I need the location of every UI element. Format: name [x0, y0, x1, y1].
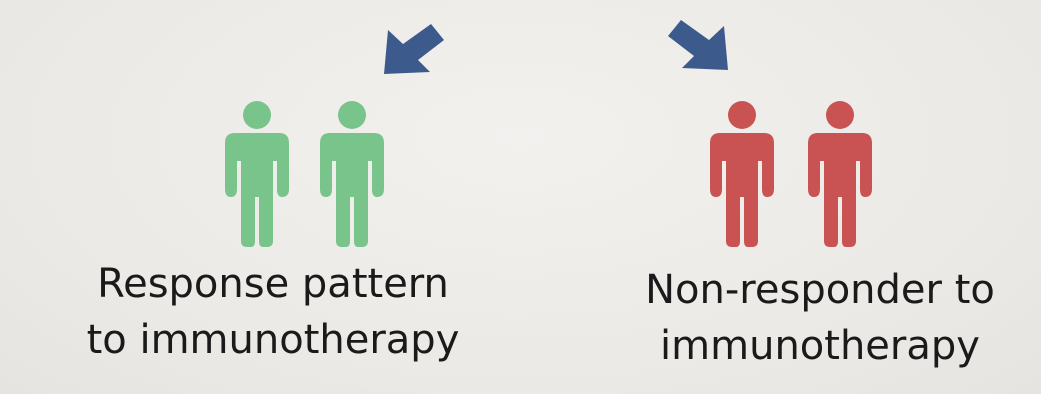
- person-icon: [808, 101, 872, 247]
- person-icon: [710, 101, 774, 247]
- responder-label-line1: Response pattern: [97, 261, 449, 307]
- non-responder-label: Non-responder to immunotherapy: [560, 262, 1041, 374]
- arrow-down-right-icon: [668, 20, 728, 70]
- person-icon: [225, 101, 289, 247]
- non-responder-label-line2: immunotherapy: [660, 323, 980, 369]
- non-responder-label-line1: Non-responder to: [645, 267, 995, 313]
- responder-label-line2: to immunotherapy: [86, 317, 460, 363]
- arrow-down-left-icon: [384, 24, 444, 74]
- person-icon: [320, 101, 384, 247]
- responder-label: Response pattern to immunotherapy: [28, 256, 518, 368]
